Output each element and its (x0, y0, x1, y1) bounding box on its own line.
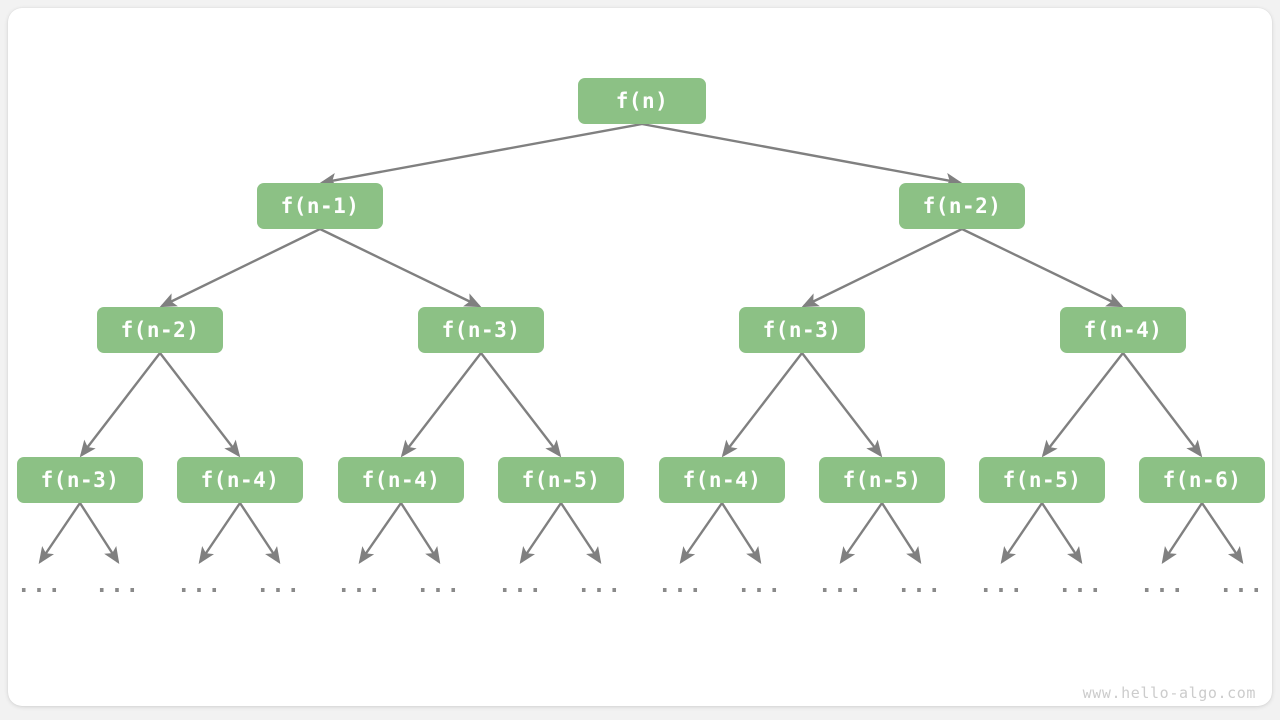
edge-n1-n3 (159, 227, 321, 308)
edge-n3-n8 (159, 352, 241, 458)
leaf-edge-1 (78, 502, 120, 565)
ellipsis-7: ... (577, 573, 623, 598)
ellipsis-8: ... (658, 573, 704, 598)
leaf-edge-10 (839, 502, 883, 564)
leaf-edge-11 (880, 502, 922, 565)
ellipsis-13: ... (1058, 573, 1104, 598)
tree-node-n10: f(n-5) (498, 457, 624, 503)
leaf-edge-7 (559, 502, 602, 565)
edge-n1-n4 (319, 227, 482, 308)
leaf-edge-6 (519, 502, 562, 564)
tree-node-n1: f(n-1) (257, 183, 383, 229)
ellipsis-10: ... (818, 573, 864, 598)
ellipsis-6: ... (498, 573, 544, 598)
tree-node-n2: f(n-2) (899, 183, 1025, 229)
ellipsis-15: ... (1219, 573, 1265, 598)
leaf-edge-5 (399, 502, 441, 565)
leaf-edge-12 (1000, 502, 1043, 564)
tree-node-n5: f(n-3) (739, 307, 865, 353)
leaf-edge-15 (1201, 502, 1244, 564)
ellipsis-11: ... (897, 573, 943, 598)
ellipsis-12: ... (979, 573, 1025, 598)
edge-n5-n12 (801, 352, 883, 458)
tree-node-n0: f(n) (578, 78, 706, 124)
edge-n0-n1 (319, 122, 643, 188)
leaf-edge-14 (1161, 502, 1204, 565)
leaf-edge-0 (38, 502, 81, 564)
tree-node-n3: f(n-2) (97, 307, 223, 353)
ellipsis-4: ... (337, 573, 383, 598)
leaf-edge-3 (238, 502, 281, 565)
edge-n4-n10 (480, 352, 562, 458)
edge-n4-n9 (400, 352, 482, 458)
ellipsis-9: ... (737, 573, 783, 598)
leaf-edge-4 (358, 502, 402, 564)
ellipsis-3: ... (256, 573, 302, 598)
edge-n6-n13 (1041, 352, 1124, 458)
tree-node-n6: f(n-4) (1060, 307, 1186, 353)
edge-n5-n11 (721, 352, 803, 458)
tree-node-n9: f(n-4) (338, 457, 464, 503)
tree-edges (79, 122, 1203, 458)
edge-n2-n5 (801, 227, 963, 308)
tree-node-n14: f(n-6) (1139, 457, 1265, 503)
tree-node-n8: f(n-4) (177, 457, 303, 503)
tree-node-n4: f(n-3) (418, 307, 544, 353)
tree-node-n13: f(n-5) (979, 457, 1105, 503)
tree-node-n11: f(n-4) (659, 457, 785, 503)
tree-node-n12: f(n-5) (819, 457, 945, 503)
leaf-edge-9 (720, 502, 762, 565)
edge-n3-n7 (79, 352, 161, 458)
tree-node-n7: f(n-3) (17, 457, 143, 503)
leaf-edge-13 (1040, 502, 1083, 565)
leaf-edges (38, 502, 1244, 565)
edge-n6-n14 (1122, 352, 1203, 458)
watermark: www.hello-algo.com (1082, 684, 1256, 702)
ellipsis-2: ... (177, 573, 223, 598)
edge-n2-n6 (961, 227, 1124, 308)
ellipsis-14: ... (1140, 573, 1186, 598)
leaf-edge-8 (679, 502, 723, 564)
leaf-edge-2 (198, 502, 241, 564)
ellipsis-1: ... (95, 573, 141, 598)
ellipsis-0: ... (17, 573, 63, 598)
ellipsis-5: ... (416, 573, 462, 598)
edge-n0-n2 (641, 122, 963, 188)
